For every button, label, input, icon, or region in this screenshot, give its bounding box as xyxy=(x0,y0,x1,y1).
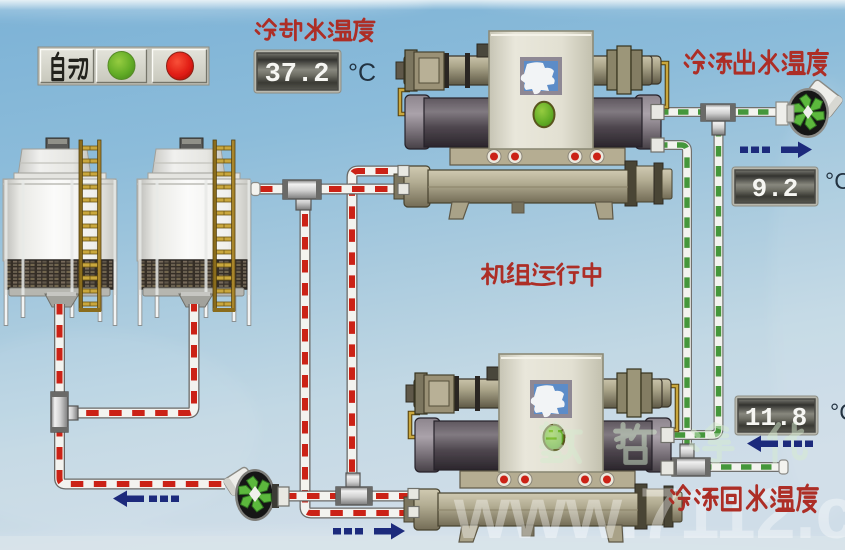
svg-text:37.2: 37.2 xyxy=(265,60,330,90)
svg-text:9.2: 9.2 xyxy=(752,174,799,204)
svg-text:°C: °C xyxy=(348,59,376,87)
svg-text:°C: °C xyxy=(830,399,845,425)
svg-text:°C: °C xyxy=(825,168,845,194)
